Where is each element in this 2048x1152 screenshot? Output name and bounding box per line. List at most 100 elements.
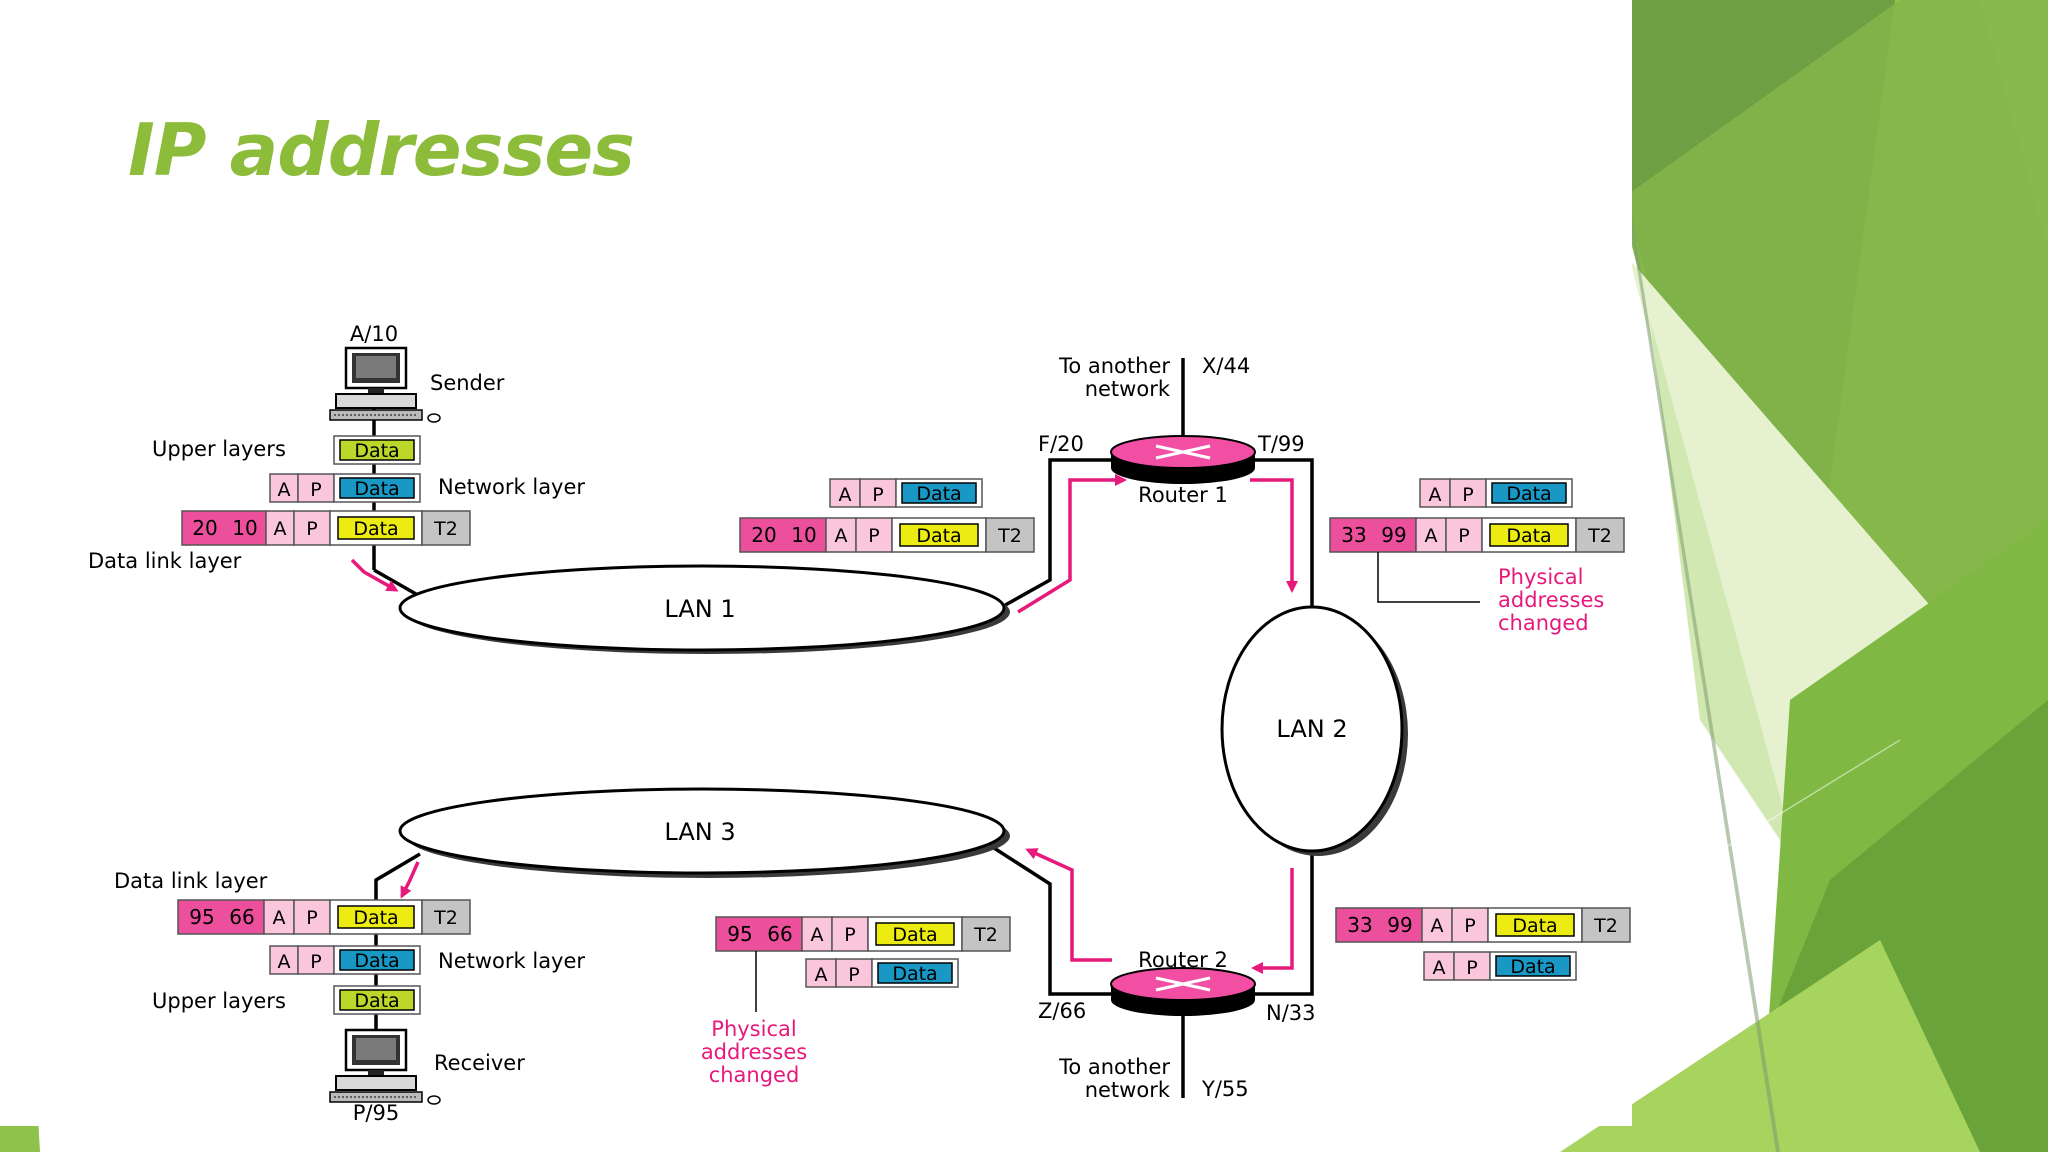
physical-note-leader-top: [1377, 552, 1480, 603]
receiver-network-a: A: [278, 951, 291, 973]
sender-frame-src: 10: [232, 516, 257, 540]
flow-arrow-lan1-to-router1: [1017, 474, 1127, 614]
lan-1: LAN 1: [398, 564, 1010, 654]
lan2-bottom-frame-p: P: [1464, 915, 1475, 937]
physical-note-top-line3: changed: [1498, 611, 1589, 635]
router-1-cross-icon: [1155, 444, 1211, 460]
lan1-frame-data: Data: [916, 525, 961, 547]
physical-note-top-line2: addresses: [1498, 588, 1604, 612]
sender-frame-trailer: T2: [433, 518, 458, 540]
lan2-bottom-network-data: Data: [1510, 956, 1555, 978]
receiver-label: Receiver: [434, 1051, 525, 1075]
lan3-network-packet: A P Data: [805, 958, 959, 988]
sender-network-p: P: [310, 479, 321, 501]
receiver-frame-src: 66: [229, 905, 254, 929]
lan2-top-frame-trailer: T2: [1587, 525, 1612, 547]
router-2: Router 2: [1110, 948, 1256, 1016]
lan3-frame-data: Data: [892, 924, 937, 946]
lan1-network-p: P: [872, 484, 883, 506]
lan2-frame-top: 33 99 A P Data T2: [1329, 517, 1625, 553]
lan2-top-network-p: P: [1462, 484, 1473, 506]
sender-network-packet: A P Data: [269, 473, 421, 503]
sender-network-data: Data: [354, 478, 399, 500]
router-1-left-port: F/20: [1038, 432, 1084, 456]
lan-3-label: LAN 3: [664, 818, 735, 846]
receiver-frame-a: A: [273, 907, 286, 929]
lan2-network-packet-top: A P Data: [1419, 478, 1573, 508]
lan3-frame-dst: 95: [727, 922, 752, 946]
receiver-frame-dst: 95: [189, 905, 214, 929]
lan2-bottom-frame-trailer: T2: [1593, 915, 1618, 937]
lan-1-label: LAN 1: [664, 595, 735, 623]
sender-data-link-layer-label: Data link layer: [88, 549, 242, 573]
router-1: Router 1: [1110, 435, 1256, 507]
lan3-frame-trailer: T2: [973, 924, 998, 946]
physical-note-top-line1: Physical: [1498, 565, 1583, 589]
lan2-top-frame-dst: 33: [1341, 523, 1366, 547]
lan2-top-network-a: A: [1429, 484, 1442, 506]
receiver-network-packet: A P Data: [269, 945, 421, 975]
receiver-upper-data: Data: [354, 990, 399, 1012]
lan2-top-frame-src: 99: [1381, 523, 1406, 547]
router-1-network-line2: network: [1085, 377, 1171, 401]
router-2-left-port: Z/66: [1038, 999, 1086, 1023]
router-2-right-port: N/33: [1266, 1001, 1316, 1025]
flow-arrow-lan3-to-receiver: [400, 861, 420, 899]
physical-note-bottom-line1: Physical: [711, 1017, 796, 1041]
sender-computer: [328, 346, 442, 424]
receiver-computer: [328, 1028, 442, 1106]
receiver-frame-p: P: [306, 907, 317, 929]
physical-note-bottom-line3: changed: [709, 1063, 800, 1087]
sender-frame-data: Data: [353, 518, 398, 540]
lan1-network-a: A: [839, 484, 852, 506]
sender-network-a: A: [278, 479, 291, 501]
sender-frame-p: P: [306, 518, 317, 540]
router-2-network-line2: network: [1085, 1078, 1171, 1102]
router-1-label: Router 1: [1138, 483, 1228, 507]
router-2-bottom-port: Y/55: [1201, 1077, 1249, 1101]
receiver-frame: 95 66 A P Data T2: [177, 899, 471, 935]
lan2-top-frame-a: A: [1425, 525, 1438, 547]
network-links: [372, 358, 1314, 1098]
sender-computer-icon: [328, 346, 442, 424]
router-1-top-port: X/44: [1202, 354, 1250, 378]
sender-frame: 20 10 A P Data T2: [181, 510, 471, 546]
lan3-network-a: A: [815, 964, 828, 986]
lan-2-label: LAN 2: [1276, 715, 1347, 743]
lan3-frame-p: P: [844, 924, 855, 946]
router-2-label: Router 2: [1138, 948, 1228, 972]
lan1-frame-p: P: [868, 525, 879, 547]
lan1-frame-dst: 20: [751, 523, 776, 547]
lan2-frame-bottom: 33 99 A P Data T2: [1335, 907, 1631, 943]
sender-frame-dst: 20: [192, 516, 217, 540]
lan3-frame-a: A: [811, 924, 824, 946]
sender-label: Sender: [430, 371, 505, 395]
lan1-network-packet: A P Data: [829, 478, 983, 508]
flow-arrow-lan2-to-router2: [1251, 868, 1294, 974]
lan2-bottom-frame-dst: 33: [1347, 913, 1372, 937]
lan-2: LAN 2: [1220, 605, 1408, 856]
lan1-frame: 20 10 A P Data T2: [739, 517, 1035, 553]
packet-flow-arrows: [350, 474, 1298, 974]
receiver-address: P/95: [353, 1101, 399, 1125]
lan1-frame-a: A: [835, 525, 848, 547]
sender-upper-layers-label: Upper layers: [152, 437, 286, 461]
sender-upper-data: Data: [354, 440, 399, 462]
slide-title: IP addresses: [128, 108, 635, 192]
sender-upper-packet: Data: [333, 435, 421, 465]
lan2-bottom-network-p: P: [1466, 957, 1477, 979]
lan3-frame: 95 66 A P Data T2: [715, 916, 1011, 952]
lan-3: LAN 3: [398, 787, 1010, 878]
sender-frame-a: A: [274, 518, 287, 540]
receiver-frame-trailer: T2: [433, 907, 458, 929]
router-1-network-line1: To another: [1058, 354, 1170, 378]
flow-arrow-sender-to-lan1: [350, 558, 399, 592]
lan2-top-frame-data: Data: [1506, 525, 1551, 547]
flow-arrow-router1-to-lan2: [1250, 478, 1298, 593]
lan2-bottom-network-a: A: [1433, 957, 1446, 979]
receiver-data-link-layer-label: Data link layer: [114, 869, 268, 893]
lan2-network-packet-bottom: A P Data: [1423, 951, 1577, 981]
router-1-right-port: T/99: [1257, 432, 1305, 456]
